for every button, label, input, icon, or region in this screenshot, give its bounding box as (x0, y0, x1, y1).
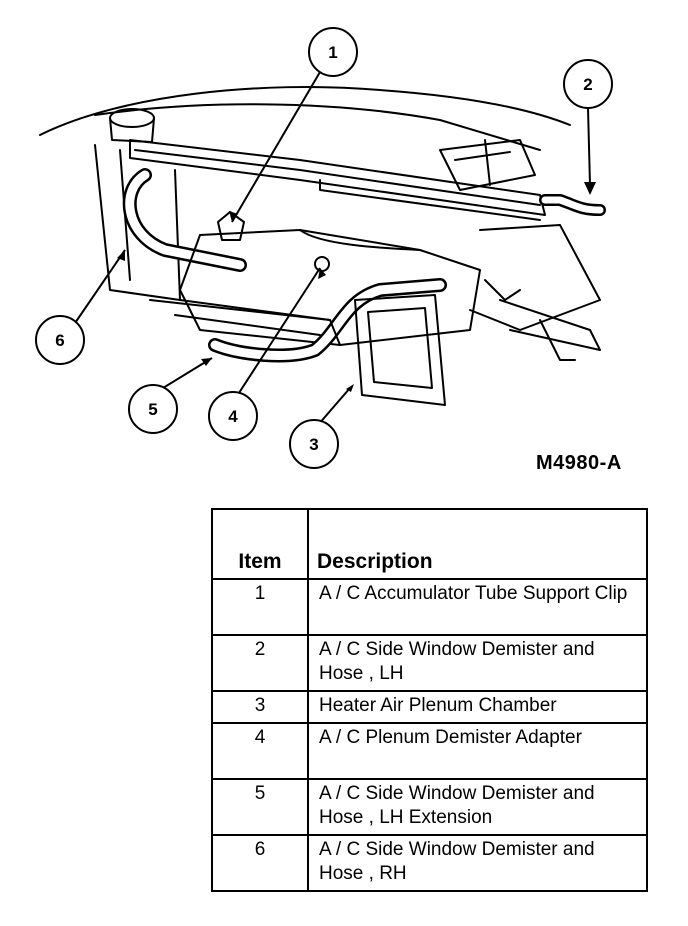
callout-3-label: 3 (309, 435, 318, 454)
table-row: 1 A / C Accumulator Tube Support Clip (211, 578, 648, 636)
item-number: 6 (211, 834, 309, 892)
item-number: 5 (211, 778, 309, 836)
diagram-illustration: 1 2 3 4 5 6 (35, 27, 613, 469)
callout-2: 2 (563, 59, 613, 109)
table-row: 5 A / C Side Window Demister and Hose , … (211, 778, 648, 836)
callout-4: 4 (208, 391, 258, 441)
callout-6: 6 (35, 315, 85, 365)
item-number: 4 (211, 722, 309, 780)
legend-table: Item Description 1 A / C Accumulator Tub… (211, 508, 648, 892)
description-header: Description (307, 508, 648, 580)
leader-3 (317, 387, 351, 426)
leader-arrows (117, 182, 596, 392)
callout-5: 5 (128, 384, 178, 434)
line-art (39, 86, 606, 406)
table-row: 6 A / C Side Window Demister and Hose , … (211, 834, 648, 892)
item-description: A / C Side Window Demister and Hose , LH… (307, 778, 648, 836)
leader-2 (587, 107, 591, 186)
callout-1-label: 1 (328, 43, 337, 62)
leader-6 (72, 249, 126, 327)
item-description: A / C Side Window Demister and Hose , RH (307, 834, 648, 892)
callout-6-label: 6 (55, 331, 64, 350)
item-number: 3 (211, 690, 309, 724)
callout-5-label: 5 (148, 400, 157, 419)
leader-1 (231, 71, 321, 223)
callout-4-label: 4 (228, 407, 238, 426)
item-description: A / C Side Window Demister and Hose , LH (307, 634, 648, 692)
item-number: 1 (211, 578, 309, 636)
table-row: 4 A / C Plenum Demister Adapter (211, 722, 648, 780)
callout-2-label: 2 (583, 75, 592, 94)
item-description: A / C Accumulator Tube Support Clip (307, 578, 648, 636)
callout-1: 1 (308, 27, 358, 77)
item-description: Heater Air Plenum Chamber (307, 690, 648, 724)
item-description: A / C Plenum Demister Adapter (307, 722, 648, 780)
figure-code: M4980-A (536, 452, 622, 474)
leader-5 (162, 357, 213, 389)
table-row: 2 A / C Side Window Demister and Hose , … (211, 634, 648, 692)
item-number: 2 (211, 634, 309, 692)
leader-4 (236, 267, 321, 397)
table-row: 3 Heater Air Plenum Chamber (211, 690, 648, 724)
leader-lines (72, 71, 591, 426)
legend-header-row: Item Description (211, 508, 648, 580)
item-header: Item (211, 508, 309, 580)
callout-3: 3 (289, 419, 339, 469)
